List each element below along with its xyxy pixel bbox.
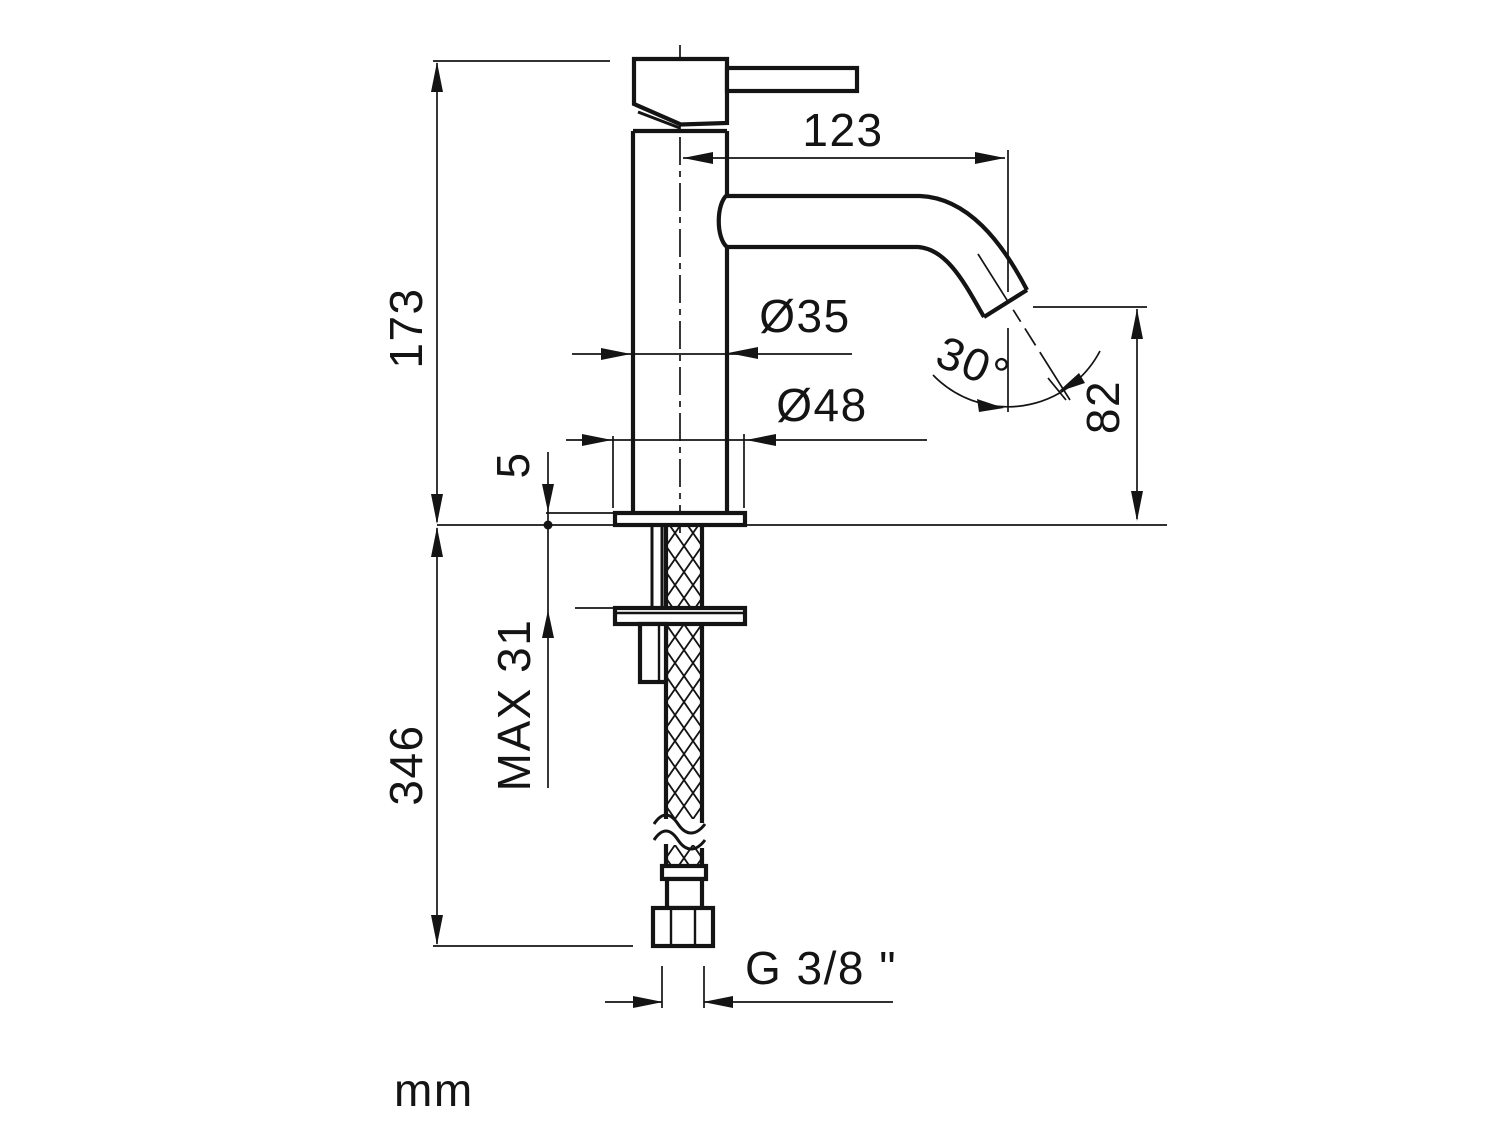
units-label: mm — [394, 1064, 474, 1116]
faucet-body — [630, 128, 730, 513]
angle-arc — [932, 350, 1101, 408]
dim-base-diameter: Ø48 — [566, 379, 927, 508]
dim-label-d48: Ø48 — [776, 379, 867, 431]
dim-label-173: 173 — [380, 287, 432, 368]
hose-hex-nut — [650, 905, 716, 949]
angle-tick — [1047, 377, 1067, 401]
hose-end-cylinder — [664, 876, 705, 911]
dim-height-above-deck: 173 — [380, 60, 610, 524]
dim-plate-and-deck-thickness: 5 MAX 31 — [487, 451, 613, 791]
spout-root-fillet — [716, 193, 729, 249]
hose-edges-lower — [663, 844, 705, 866]
dim-supply-connection: G 3/8 " — [605, 942, 897, 1008]
dim-label-g38: G 3/8 " — [745, 942, 897, 994]
spout — [727, 193, 1029, 319]
dim-label-d35: Ø35 — [759, 290, 850, 342]
spout-axis-line — [977, 253, 1071, 401]
dim-outlet-height: 82 — [1033, 306, 1147, 521]
dim-label-5: 5 — [487, 451, 539, 478]
handle-gap-line — [637, 110, 681, 130]
hose-braid-upper — [666, 527, 702, 819]
mounting-nut — [637, 621, 669, 685]
handle-head — [631, 56, 730, 127]
dim-dot — [543, 520, 553, 530]
dim-label-30deg: 30° — [929, 325, 1017, 401]
hose-break-wave-top — [652, 813, 707, 835]
spout-top-outline — [727, 193, 1029, 291]
dim-spout-angle: 30° — [929, 253, 1101, 412]
hose-break-wave-bottom — [652, 829, 707, 851]
mounting-washer — [612, 605, 748, 627]
dim-body-diameter: Ø35 — [572, 290, 852, 360]
dim-label-max31: MAX 31 — [488, 619, 540, 792]
handle-lever — [724, 65, 860, 94]
dim-label-346: 346 — [380, 724, 432, 805]
dim-height-below-deck: 346 — [380, 527, 633, 947]
spout-bottom-outline — [727, 244, 986, 319]
dim-spout-reach: 123 — [683, 104, 1009, 412]
dim-label-82: 82 — [1077, 380, 1129, 434]
mounting-stud — [650, 525, 664, 608]
base-plate — [612, 510, 748, 528]
dim-label-123: 123 — [802, 104, 883, 156]
spout-outlet-face — [982, 288, 1029, 319]
